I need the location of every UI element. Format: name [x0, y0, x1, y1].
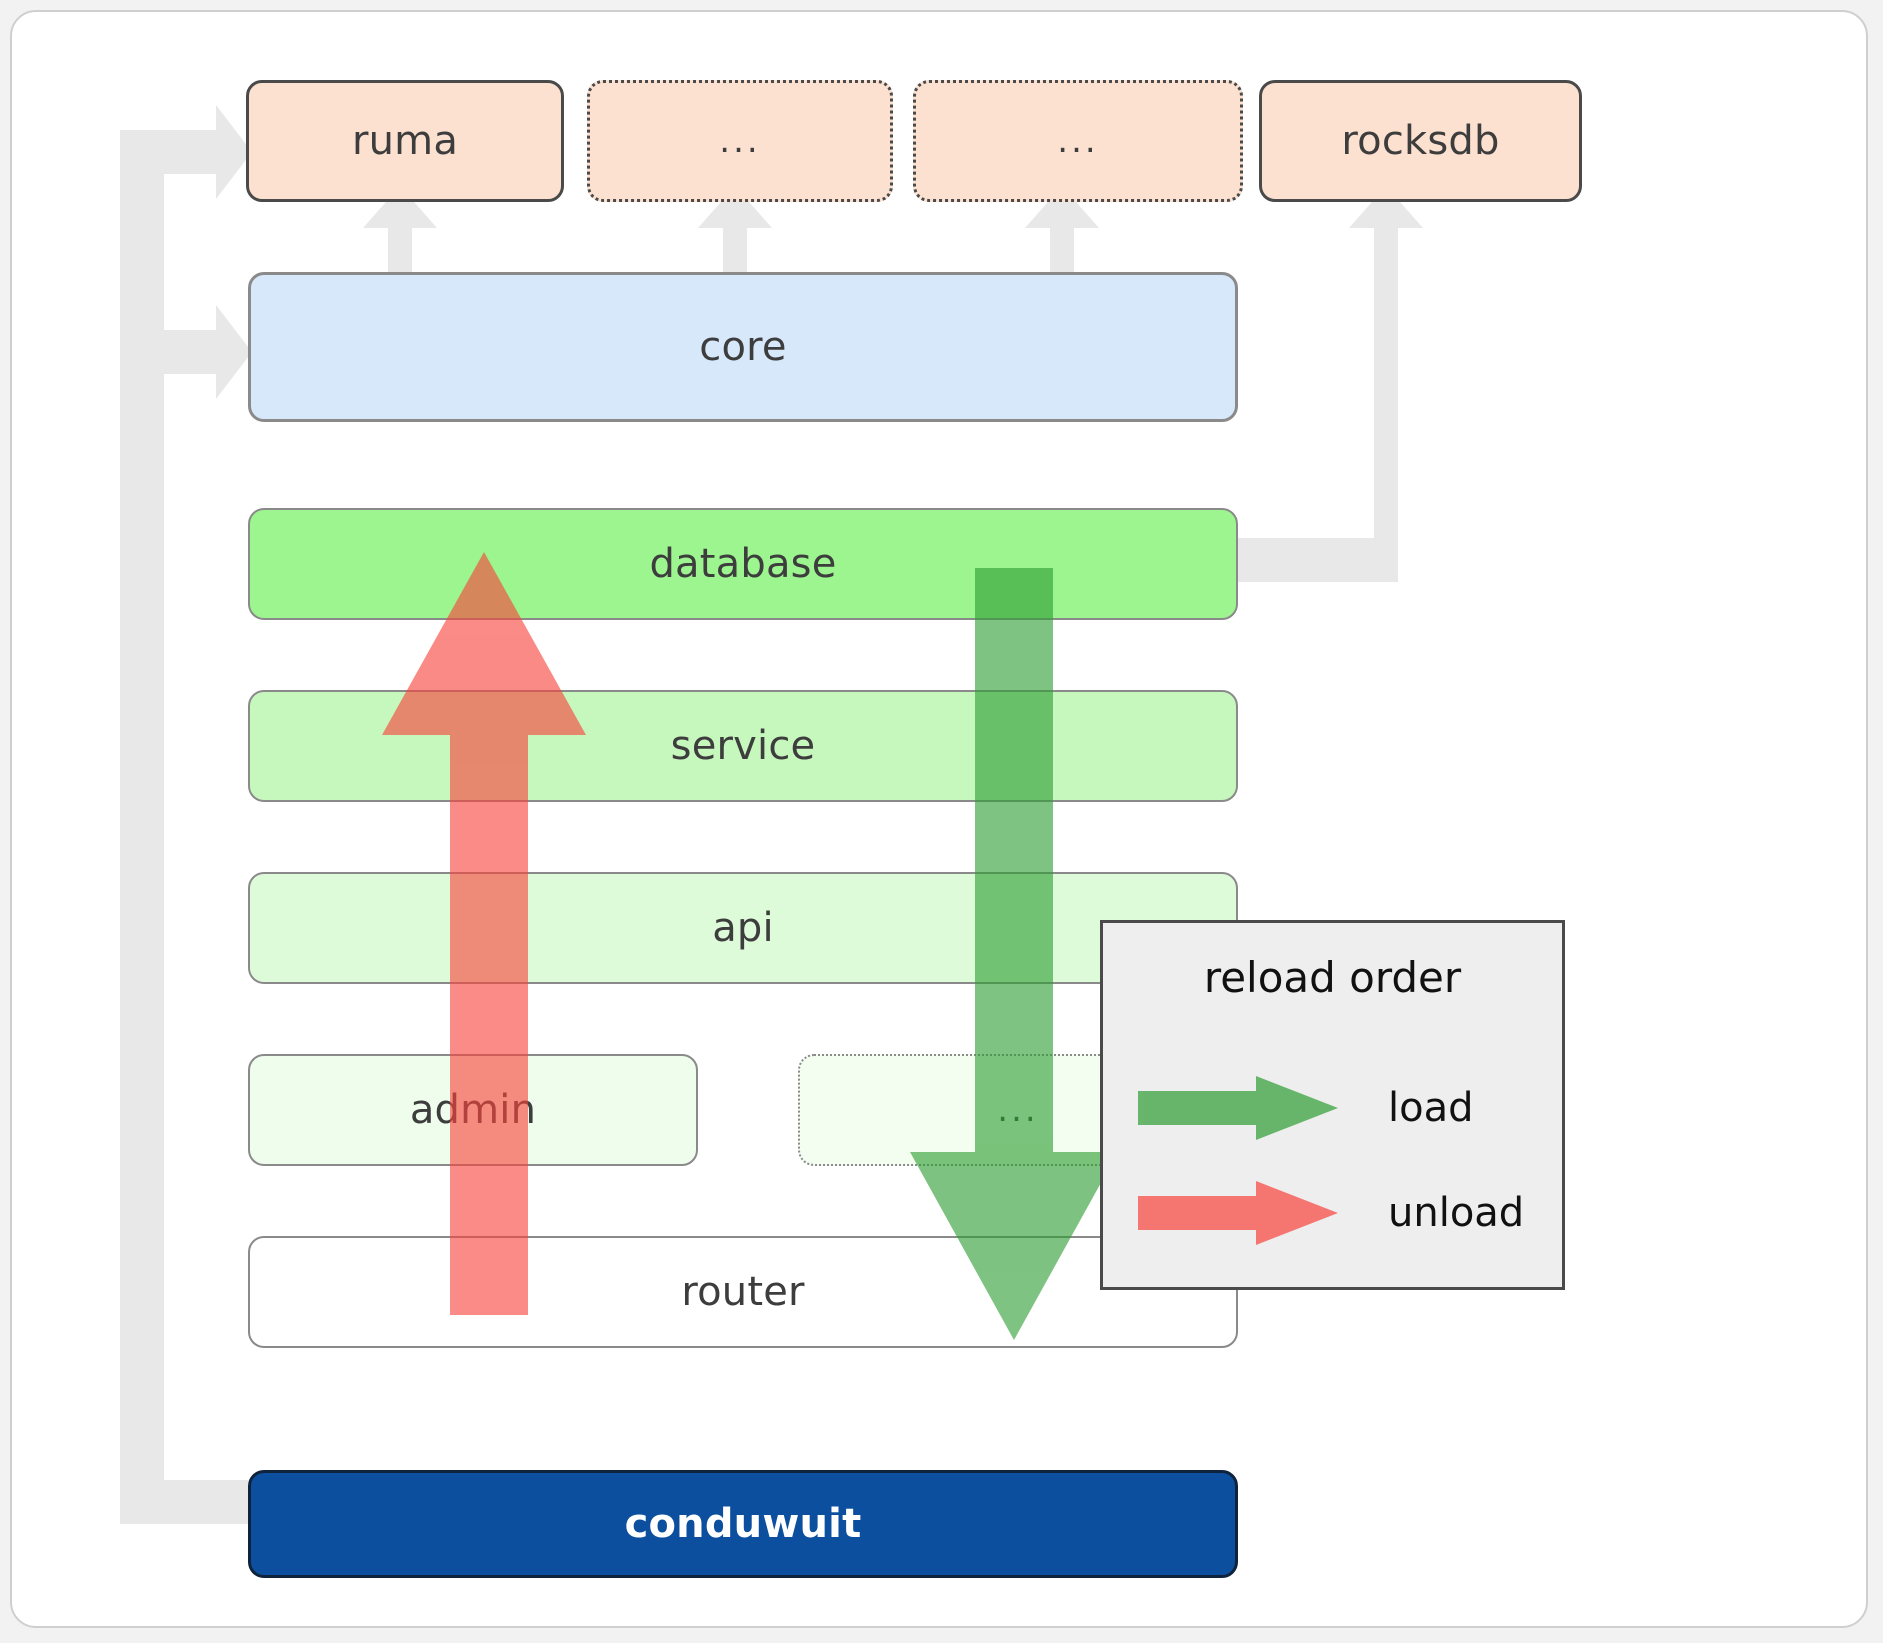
layer-api[interactable]: api — [248, 872, 1238, 984]
crate-ellipsis-1-label: ... — [719, 120, 761, 161]
node-conduwuit-label: conduwuit — [624, 1501, 862, 1547]
layer-router-label: router — [681, 1269, 805, 1315]
crate-ellipsis-2-label: ... — [1057, 120, 1099, 161]
layer-database-label: database — [649, 541, 837, 587]
legend-unload-arrow-icon — [1138, 1181, 1338, 1245]
crate-ellipsis-1[interactable]: ... — [587, 80, 893, 202]
legend-row-load: load — [1103, 1063, 1562, 1153]
node-core[interactable]: core — [248, 272, 1238, 422]
node-conduwuit[interactable]: conduwuit — [248, 1470, 1238, 1578]
layer-service-label: service — [670, 723, 816, 769]
crate-ruma-label: ruma — [351, 118, 459, 164]
legend-panel: reload order load unload — [1100, 920, 1565, 1290]
layer-api-label: api — [712, 905, 774, 951]
crate-rocksdb[interactable]: rocksdb — [1259, 80, 1582, 202]
legend-row-unload: unload — [1103, 1168, 1562, 1258]
node-core-label: core — [699, 324, 787, 370]
legend-load-label: load — [1388, 1085, 1474, 1131]
crate-rocksdb-label: rocksdb — [1341, 118, 1500, 164]
legend-unload-label: unload — [1388, 1190, 1525, 1236]
layer-database[interactable]: database — [248, 508, 1238, 620]
layer-admin-label: admin — [409, 1087, 537, 1133]
layer-router[interactable]: router — [248, 1236, 1238, 1348]
crate-ruma[interactable]: ruma — [246, 80, 564, 202]
layer-service[interactable]: service — [248, 690, 1238, 802]
layer-admin[interactable]: admin — [248, 1054, 698, 1166]
legend-load-arrow-icon — [1138, 1076, 1338, 1140]
layer-ellipsis-label: ... — [997, 1089, 1039, 1130]
crate-ellipsis-2[interactable]: ... — [913, 80, 1243, 202]
legend-title: reload order — [1203, 953, 1462, 1002]
